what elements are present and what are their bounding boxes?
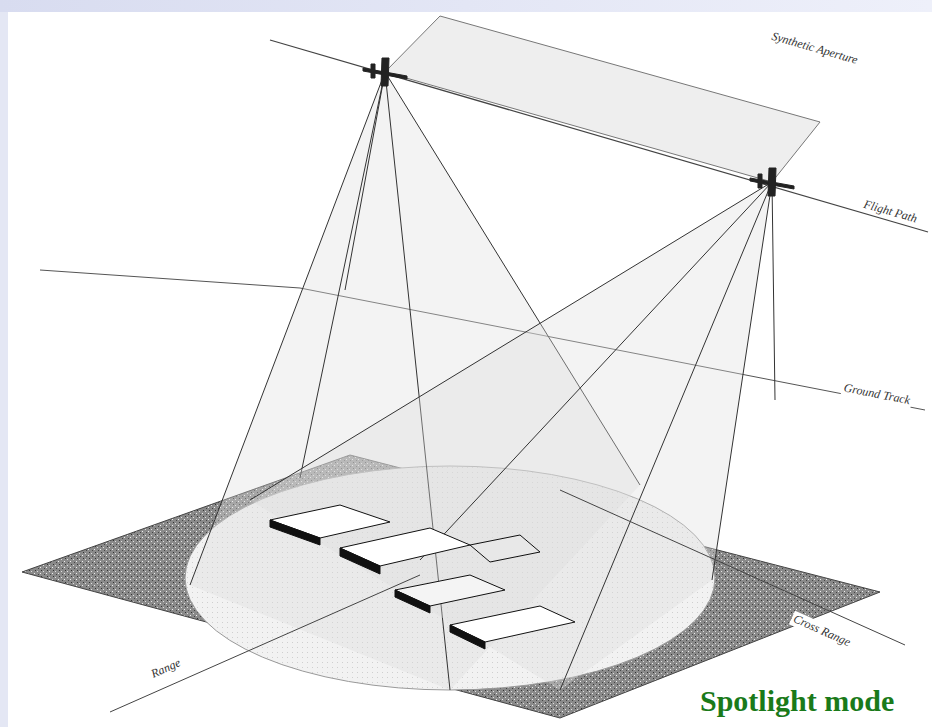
side-bar bbox=[0, 12, 8, 727]
ground-track-label: Ground Track bbox=[841, 380, 914, 408]
mode-caption: Spotlight mode bbox=[700, 684, 894, 718]
cross-range-label: Cross Range bbox=[789, 611, 855, 651]
aperture-label: Synthetic Aperture bbox=[768, 28, 862, 68]
flight-path-label: Flight Path bbox=[860, 196, 921, 227]
range-label: Range bbox=[147, 655, 185, 683]
header-bar bbox=[0, 0, 932, 12]
